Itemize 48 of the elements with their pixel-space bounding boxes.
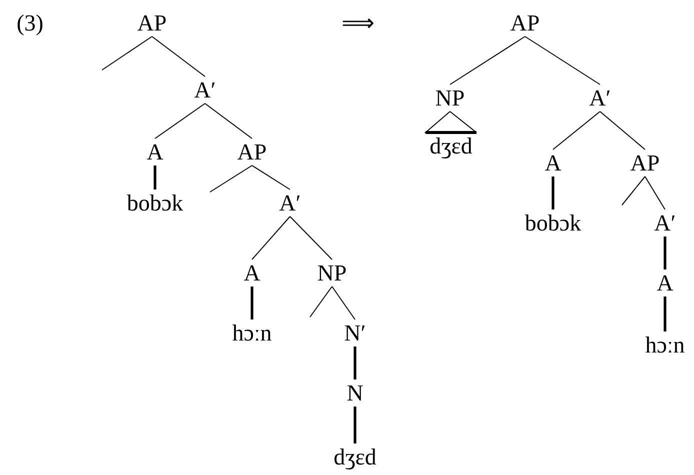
branch-line — [664, 296, 666, 332]
triangle-roof — [424, 111, 477, 133]
word-label: bobɔk — [126, 190, 184, 216]
category-label: A — [146, 138, 164, 166]
branch-line — [102, 36, 152, 70]
category-label: AP — [237, 138, 267, 166]
word-label: dʒɛd — [430, 132, 472, 160]
category-label: N′ — [344, 320, 366, 346]
category-label: A′ — [654, 210, 676, 236]
branch-line — [152, 36, 206, 77]
branch-line — [290, 216, 332, 260]
branch-line — [210, 165, 252, 192]
category-label: A — [244, 260, 260, 286]
category-label: N — [346, 380, 364, 406]
branch-line — [154, 103, 206, 139]
category-label: NP — [435, 84, 465, 112]
branch-line — [600, 111, 646, 150]
branch-line — [664, 236, 666, 270]
implication-arrow: ⟹ — [342, 12, 374, 34]
branch-line — [524, 36, 600, 85]
category-label: A — [656, 270, 674, 296]
branch-line — [552, 176, 554, 210]
branch-line — [644, 176, 666, 210]
branch-line — [332, 286, 356, 320]
branch-line — [310, 286, 332, 318]
branch-line — [154, 166, 156, 190]
word-label: hɔːn — [645, 332, 685, 358]
category-label: AP — [630, 150, 660, 176]
branch-line — [354, 406, 356, 444]
branch-line — [204, 103, 252, 139]
category-label: A′ — [194, 76, 216, 104]
branch-line — [250, 286, 254, 320]
category-label: A′ — [279, 190, 301, 216]
category-label: AP — [510, 10, 540, 36]
branch-line — [354, 346, 356, 380]
word-label: bobɔk — [524, 210, 582, 236]
example-number: (3) — [16, 12, 44, 34]
branch-line — [622, 176, 646, 206]
category-label: A — [544, 150, 562, 176]
branch-line — [252, 165, 290, 190]
category-label: A′ — [589, 84, 611, 112]
category-label: AP — [137, 10, 167, 36]
word-label: hɔːn — [232, 320, 272, 346]
word-label: dʒɛd — [334, 444, 376, 470]
branch-line — [252, 216, 290, 260]
category-label: NP — [317, 260, 347, 286]
branch-line — [450, 36, 526, 85]
branch-line — [552, 111, 600, 150]
